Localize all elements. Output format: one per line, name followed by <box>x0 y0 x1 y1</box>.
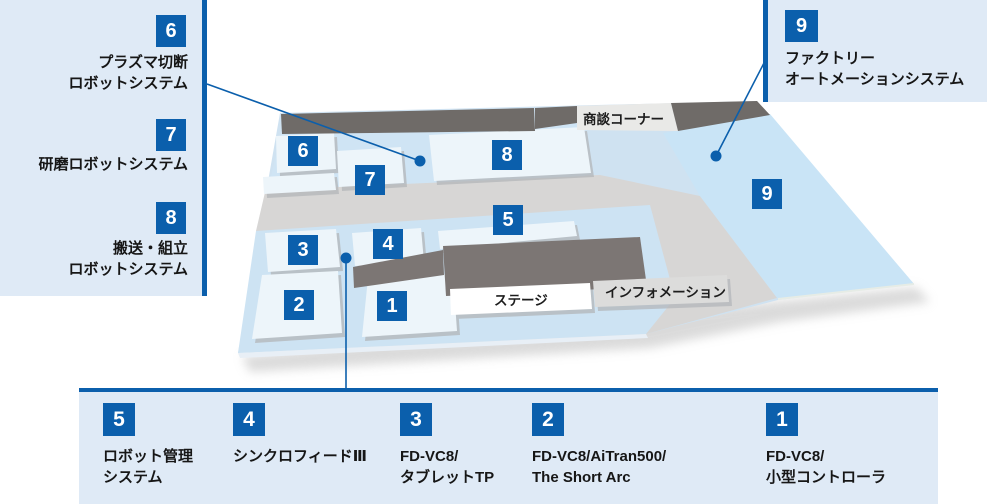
legend-4-badge: 4 <box>233 403 265 436</box>
legend-3-label: FD-VC8/ タブレットTP <box>400 446 494 488</box>
map-marker-3-badge: 3 <box>288 235 318 265</box>
legend-2-badge: 2 <box>532 403 564 436</box>
meeting-corner-label: 商談コーナー <box>583 111 664 127</box>
legend-7-line1: 研磨ロボットシステム <box>38 156 188 173</box>
legend-8-line2: ロボットシステム <box>68 261 188 278</box>
map-marker-2-badge: 2 <box>284 290 314 320</box>
information-label: インフォメーション <box>605 285 726 300</box>
legend-2-label: FD-VC8/AiTran500/ The Short Arc <box>532 446 666 488</box>
back-wall-notch <box>535 106 577 129</box>
zone-9-edge <box>777 283 915 300</box>
connector-lines <box>206 62 765 390</box>
legend-3-badge: 3 <box>400 403 432 436</box>
meeting-corner-box <box>577 103 678 131</box>
connector-line-6 <box>206 83 421 162</box>
information-label-box <box>593 275 729 307</box>
legend-8-label: 搬送・組立 ロボットシステム <box>68 238 188 280</box>
lower-platform-edge <box>238 334 648 358</box>
legend-6-line1: プラズマ切断 <box>98 54 188 71</box>
back-wall-right <box>671 101 770 131</box>
legend-1-line2: 小型コントローラ <box>766 469 887 486</box>
connector-dot-9 <box>710 150 722 162</box>
legend-5-line1: ロボット管理 <box>103 448 194 465</box>
legend-6-label: プラズマ切断 ロボットシステム <box>68 52 188 94</box>
stage-back-wall <box>353 250 444 288</box>
legend-7-badge: 7 <box>156 119 186 151</box>
map-marker-8-badge: 8 <box>492 140 522 170</box>
map-marker-9-badge: 9 <box>752 179 782 209</box>
map-marker-7-badge: 7 <box>355 165 385 195</box>
connector-dots <box>340 150 722 264</box>
back-wall-left <box>281 108 535 134</box>
legend-panel-left: 6 プラズマ切断 ロボットシステム 7 研磨ロボットシステム 8 搬送・組立 ロ… <box>0 0 207 296</box>
legend-panel-right: 9 ファクトリー オートメーションシステム <box>763 0 987 102</box>
connector-dot-bottom <box>340 252 352 264</box>
map-marker-1-badge: 1 <box>377 291 407 321</box>
legend-5-label: ロボット管理 システム <box>103 446 193 488</box>
stage-label-box <box>450 283 592 315</box>
booth-1 <box>362 274 457 337</box>
legend-1-label: FD-VC8/ 小型コントローラ <box>766 446 886 488</box>
legend-3-line1: FD-VC8/ <box>400 448 459 465</box>
legend-1-badge: 1 <box>766 403 798 436</box>
zone-9-area <box>663 114 914 299</box>
legend-9-label: ファクトリー オートメーションシステム <box>785 48 964 90</box>
legend-2-line1: FD-VC8/AiTran500/ <box>532 448 667 465</box>
legend-7-label: 研磨ロボットシステム <box>38 154 188 175</box>
legend-8-badge: 8 <box>156 202 186 234</box>
legend-8-line1: 搬送・組立 <box>112 240 188 257</box>
legend-1-line1: FD-VC8/ <box>766 448 825 465</box>
booth-6-shelf <box>263 173 336 194</box>
connector-dot-6 <box>414 155 426 167</box>
legend-4-line1: シンクロフィードⅢ <box>233 448 367 465</box>
legend-panel-bottom: 5 ロボット管理 システム 4 シンクロフィードⅢ 3 FD-VC8/ タブレッ… <box>79 388 938 504</box>
connector-line-9 <box>715 62 765 157</box>
legend-6-line2: ロボットシステム <box>68 75 188 92</box>
legend-6-badge: 6 <box>156 15 186 47</box>
legend-5-line2: システム <box>103 469 163 486</box>
legend-4-label: シンクロフィードⅢ <box>233 446 367 467</box>
stage-label: ステージ <box>494 293 548 308</box>
legend-9-badge: 9 <box>785 10 818 42</box>
legend-9-line2: オートメーションシステム <box>785 71 965 88</box>
legend-3-line2: タブレットTP <box>400 469 495 486</box>
legend-5-badge: 5 <box>103 403 135 436</box>
booth-5 <box>438 221 577 249</box>
map-marker-6-badge: 6 <box>288 136 318 166</box>
map-marker-5-badge: 5 <box>493 205 523 235</box>
map-marker-4-badge: 4 <box>373 229 403 259</box>
legend-2-line2: The Short Arc <box>532 469 631 486</box>
legend-9-line1: ファクトリー <box>785 50 876 67</box>
